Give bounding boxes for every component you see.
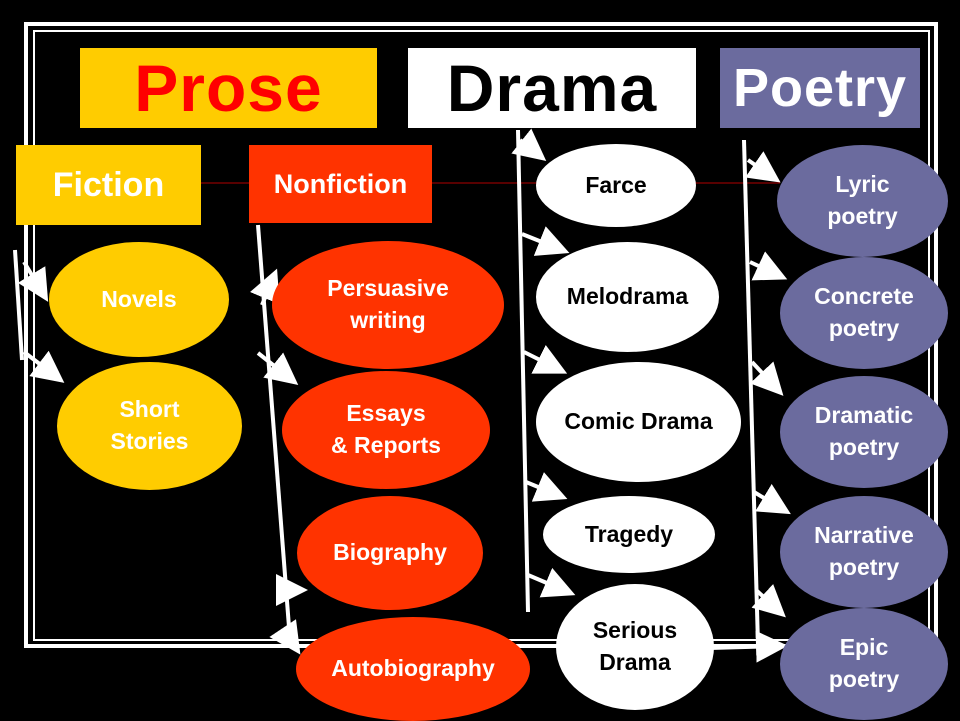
arrow-to-serious-drama: [527, 567, 576, 598]
drama-header: Drama: [408, 48, 696, 128]
drama-item: Tragedy: [543, 496, 715, 573]
nonfiction-item: Biography: [297, 496, 483, 610]
poetry-item: Concrete poetry: [780, 257, 948, 369]
prose-header: Prose: [80, 48, 377, 128]
drama-item: Melodrama: [536, 242, 719, 352]
drama-item: Comic Drama: [536, 362, 741, 482]
nonfiction-subheader: Nonfiction: [249, 145, 432, 223]
nonfiction-item: Autobiography: [296, 617, 530, 721]
fiction-spine: [13, 249, 24, 361]
arrow-to-melodrama: [521, 226, 570, 256]
poetry-item: Dramatic poetry: [780, 376, 948, 488]
arrow-to-epic-a: [751, 583, 786, 618]
poetry-item: Epic poetry: [780, 608, 948, 720]
arrow-to-autobiography: [269, 619, 301, 655]
arrow-to-epic-b: [709, 630, 788, 663]
arrow-to-short-stories: [22, 350, 65, 383]
arrow-to-narrative: [752, 483, 791, 515]
poetry-spine: [742, 139, 760, 646]
arrow-to-essays: [256, 351, 299, 385]
poetry-header: Poetry: [720, 48, 920, 128]
fiction-subheader: Fiction: [16, 145, 201, 225]
arrow-to-comic-drama: [523, 344, 568, 374]
arrow-to-tragedy: [525, 472, 568, 502]
drama-item: Farce: [536, 144, 696, 227]
nonfiction-item: Essays & Reports: [282, 371, 490, 489]
fiction-item: Novels: [49, 242, 229, 357]
poetry-item: Lyric poetry: [777, 145, 948, 257]
arrow-to-lyric: [745, 151, 781, 183]
arrow-to-farce: [511, 128, 547, 161]
drama-item: Serious Drama: [556, 584, 714, 710]
arrow-to-concrete: [749, 251, 788, 281]
arrow-to-dramatic: [749, 360, 784, 396]
arrow-to-persuasive: [250, 268, 280, 306]
poetry-item: Narrative poetry: [780, 496, 948, 608]
drama-spine: [516, 129, 530, 613]
arrow-to-novels: [17, 260, 49, 302]
nonfiction-item: Persuasive writing: [272, 241, 504, 369]
fiction-item: Short Stories: [57, 362, 242, 490]
